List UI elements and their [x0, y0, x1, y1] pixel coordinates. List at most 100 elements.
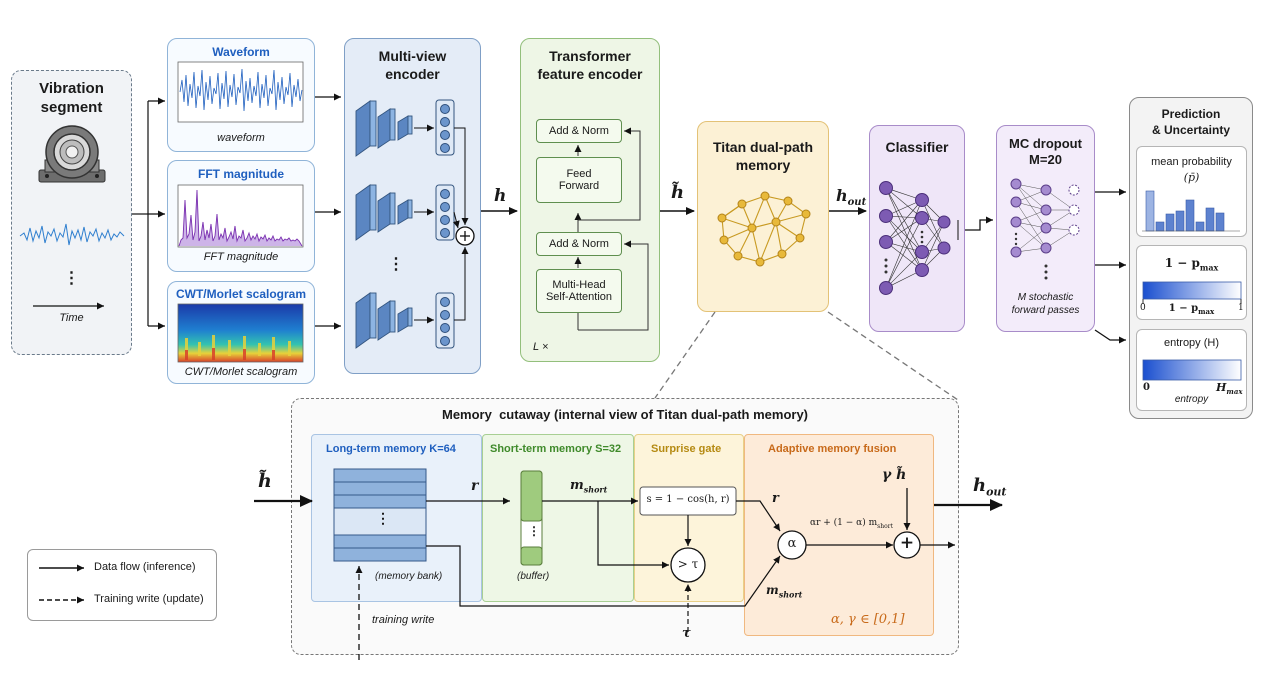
fusion-formula-main: αr + (1 − α) m: [810, 518, 878, 528]
time-label: Time: [59, 312, 84, 324]
cutaway-input-label: h̃: [258, 470, 272, 492]
entropy-zero: 0: [1143, 382, 1150, 393]
vibration-dots: ⋮: [63, 270, 80, 287]
long-term-memory-title: Long-term memory K=64: [326, 443, 456, 455]
classifier-network-icon: [885, 187, 945, 289]
mean-prob-symbol: (p̄): [1183, 171, 1200, 184]
buffer-dots: ⋮: [528, 524, 540, 538]
threshold-label: > τ: [677, 557, 699, 571]
alpha-label: α: [787, 536, 797, 551]
mha-line2: Self-Attention: [545, 291, 613, 303]
one-minus-p-sub: max: [1199, 262, 1219, 273]
memory-bank-label: (memory bank): [375, 571, 443, 582]
feed-forward-line2: Forward: [558, 180, 600, 192]
m-short-bottom-label: mshort: [766, 583, 802, 599]
adaptive-fusion-title: Adaptive memory fusion: [768, 443, 897, 455]
alpha-gamma-range: α, γ ∈ [0,1]: [831, 612, 905, 627]
h-out-label: hout: [836, 186, 866, 208]
cnn-stack-bottom: [355, 292, 413, 349]
transformer-title-line1: Transformer: [549, 48, 631, 64]
prediction-title-line1: Prediction: [1161, 107, 1221, 121]
h-out-sub: out: [847, 197, 867, 209]
r-label: r: [471, 478, 479, 494]
one-minus-pmax-title: 1 − pmax: [1136, 256, 1247, 272]
gradient-bar-main: 1 − p: [1168, 303, 1199, 314]
m-short-label: mshort: [570, 478, 607, 495]
vibration-signal: [19, 223, 125, 246]
mc-dropout-title-line2: M=20: [1029, 152, 1062, 167]
gradient-bar-label: 1 − pmax: [1136, 303, 1247, 316]
gradient-bar-sub: max: [1198, 307, 1215, 316]
cwt-caption: CWT/Morlet scalogram: [184, 366, 298, 378]
surprise-gate-title: Surprise gate: [651, 443, 722, 455]
fft-title: FFT magnitude: [198, 167, 284, 181]
mc-caption-line1: M stochastic: [1017, 292, 1074, 303]
short-term-memory-title: Short-term memory S=32: [490, 443, 622, 455]
add-norm-bottom-label: Add & Norm: [549, 238, 609, 250]
cwt-plot: [177, 303, 304, 363]
fusion-formula: αr + (1 − α) mshort: [810, 518, 893, 530]
entropy-max-sub: max: [1226, 387, 1243, 397]
surprise-formula: s = 1 − cos(h, r): [646, 494, 730, 505]
classifier-panel: [869, 125, 965, 332]
feature-vector-top: [435, 99, 455, 156]
h-label: h: [494, 186, 507, 206]
prediction-title-line2: & Uncertainty: [1151, 123, 1231, 137]
classifier-title: Classifier: [885, 139, 949, 155]
entropy-gradient-bar: [1142, 359, 1242, 381]
multiview-title-line1: Multi-view: [378, 48, 447, 64]
legend-training-write: Training write (update): [94, 593, 204, 605]
fft-caption: FFT magnitude: [203, 251, 279, 263]
mc-caption-line2: forward passes: [1011, 305, 1080, 316]
feature-vector-middle: [435, 184, 455, 241]
m-short-main: m: [570, 478, 584, 493]
vibration-segment-panel: [11, 70, 132, 355]
scale-zero: 0: [1140, 303, 1146, 313]
gamma-h-label: γ h̃: [882, 467, 907, 483]
vibration-title-line2: segment: [40, 99, 103, 116]
repeat-label: L ×: [533, 341, 549, 353]
h-tilde-label: h̃: [671, 182, 685, 203]
training-write-label: training write: [372, 614, 435, 626]
titan-network-icon: [720, 195, 807, 263]
multiview-dots: ⋮: [388, 256, 404, 273]
m-short-bottom-sub: short: [778, 589, 803, 600]
bearing-icon: [38, 125, 106, 183]
cutaway-output-sub: out: [986, 485, 1007, 499]
legend-data-flow: Data flow (inference): [94, 561, 196, 573]
legend: [27, 549, 217, 621]
transformer-title-line2: feature encoder: [537, 66, 643, 82]
cnn-stack-middle: [355, 184, 413, 241]
waveform-plot: [177, 61, 304, 123]
entropy-caption: entropy: [1174, 394, 1209, 405]
entropy-title: entropy (H): [1163, 337, 1220, 349]
add-norm-top-box: Add & Norm: [536, 119, 622, 143]
cutaway-output-label: hout: [973, 475, 1007, 499]
h-out-main: h: [836, 186, 848, 205]
mean-probability-bars: [1142, 190, 1240, 232]
classifier-nodes: [879, 181, 951, 295]
titan-title-line1: Titan dual-path: [712, 139, 814, 155]
titan-network-nodes: [717, 191, 811, 267]
waveform-title: Waveform: [212, 45, 270, 59]
one-minus-p-main: 1 − p: [1164, 256, 1200, 270]
fusion-plus-label: +: [899, 533, 915, 553]
titan-title-line2: memory: [735, 157, 791, 173]
uncertainty-gradient-bar: [1142, 281, 1242, 300]
mean-prob-title: mean probability: [1151, 156, 1232, 168]
memory-bank-dots: ⋮: [376, 510, 390, 526]
waveform-caption: waveform: [217, 132, 265, 144]
short-term-memory-panel: [482, 434, 634, 602]
multiview-title-line2: encoder: [385, 66, 440, 82]
buffer-stack: [520, 470, 543, 566]
buffer-label: (buffer): [517, 571, 550, 582]
feed-forward-line1: Feed: [566, 168, 592, 180]
m-short-sub: short: [583, 484, 608, 495]
feature-vector-bottom: [435, 292, 455, 349]
mha-line1: Multi-Head: [552, 279, 606, 291]
add-norm-top-label: Add & Norm: [549, 125, 609, 137]
fusion-formula-sub: short: [877, 522, 893, 530]
